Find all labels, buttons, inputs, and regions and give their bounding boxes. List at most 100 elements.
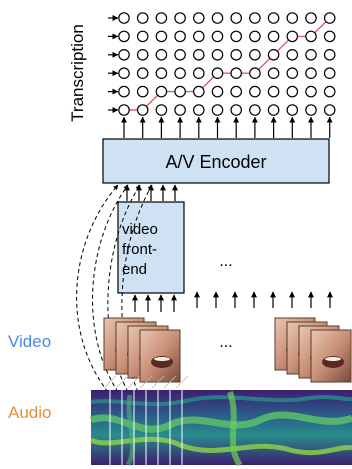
lattice-node bbox=[286, 30, 299, 43]
lattice-node bbox=[230, 48, 242, 61]
frontend-label-line2: front- bbox=[122, 241, 157, 258]
lattice-node bbox=[174, 85, 186, 98]
lattice-node bbox=[211, 85, 224, 98]
lattice-node bbox=[136, 104, 149, 116]
lattice-node bbox=[174, 12, 186, 24]
alignment-lattice bbox=[108, 12, 336, 116]
lattice-node bbox=[286, 12, 299, 24]
lattice-node bbox=[286, 104, 299, 116]
spectrogram-window-edge bbox=[175, 375, 189, 389]
lattice-node bbox=[118, 30, 130, 43]
audio-skip-arrow bbox=[76, 184, 119, 393]
lattice-node bbox=[193, 48, 205, 61]
lattice-node bbox=[155, 67, 168, 79]
lattice-node bbox=[155, 104, 168, 116]
lattice-node bbox=[174, 104, 186, 116]
spectrogram-window-edge bbox=[139, 375, 153, 389]
video-label: Video bbox=[8, 332, 51, 351]
frontend-label-line3: end bbox=[122, 261, 147, 278]
lattice-node bbox=[323, 48, 336, 61]
lattice-node bbox=[305, 12, 317, 24]
lattice-node bbox=[267, 67, 280, 79]
lattice-node bbox=[211, 67, 224, 79]
frame-image bbox=[310, 329, 352, 383]
lattice-node bbox=[211, 30, 224, 43]
lattice-node bbox=[193, 104, 205, 116]
frame-image bbox=[139, 329, 181, 383]
lattice-node bbox=[323, 104, 336, 116]
spectrogram-window-edge bbox=[151, 375, 165, 389]
lattice-node bbox=[323, 67, 336, 79]
lattice-node bbox=[323, 85, 336, 98]
lattice-node bbox=[267, 30, 280, 43]
lattice-node bbox=[211, 104, 224, 116]
lattice-node bbox=[249, 48, 261, 61]
lattice-node bbox=[305, 67, 317, 79]
alignment-path bbox=[124, 17, 331, 111]
video-frame-right bbox=[310, 329, 352, 383]
lattice-node bbox=[305, 48, 317, 61]
lattice-node bbox=[249, 104, 261, 116]
lattice-node bbox=[136, 30, 149, 43]
lattice-node bbox=[267, 85, 280, 98]
lattice-node bbox=[305, 85, 317, 98]
encoder-output-arrows bbox=[121, 116, 333, 138]
lattice-node bbox=[174, 30, 186, 43]
lattice-node bbox=[230, 12, 242, 24]
ellipsis-frames: ... bbox=[219, 334, 232, 351]
lattice-node bbox=[136, 48, 149, 61]
transcription-label: Transcription bbox=[68, 24, 87, 122]
frame-teeth bbox=[154, 357, 170, 361]
lattice-node bbox=[230, 104, 242, 116]
lattice-node bbox=[193, 30, 205, 43]
lattice-node bbox=[136, 12, 149, 24]
lattice-node bbox=[323, 30, 336, 43]
lattice-node bbox=[249, 85, 261, 98]
ellipsis-middle: ... bbox=[219, 253, 232, 270]
lattice-node bbox=[211, 48, 224, 61]
lattice-node bbox=[193, 67, 205, 79]
frontend-label-line1: video bbox=[122, 221, 158, 238]
spectrogram-window-edge bbox=[127, 375, 141, 389]
lattice-node bbox=[286, 67, 299, 79]
lattice-node bbox=[305, 104, 317, 116]
lattice-node bbox=[174, 67, 186, 79]
spectrogram-window-edge bbox=[115, 375, 129, 389]
lattice-node bbox=[267, 48, 280, 61]
lattice-node bbox=[249, 67, 261, 79]
input-arrows bbox=[76, 184, 333, 393]
video-frame-left bbox=[139, 329, 181, 383]
lattice-node bbox=[155, 12, 168, 24]
lattice-node bbox=[211, 12, 224, 24]
lattice-node bbox=[118, 85, 130, 98]
lattice-node bbox=[323, 12, 336, 24]
lattice-node bbox=[267, 12, 280, 24]
spectrogram-window-edge bbox=[103, 375, 117, 389]
audio-skip-arrow bbox=[121, 184, 153, 393]
lattice-node bbox=[155, 30, 168, 43]
lattice-node bbox=[230, 30, 242, 43]
lattice-node bbox=[305, 30, 317, 43]
lattice-node bbox=[267, 104, 280, 116]
lattice-node bbox=[118, 67, 130, 79]
av-encoder-box bbox=[102, 138, 330, 184]
video-frontend-box bbox=[117, 201, 185, 294]
lattice-node bbox=[286, 85, 299, 98]
lattice-node bbox=[249, 12, 261, 24]
lattice-node bbox=[118, 104, 130, 116]
lattice-node bbox=[286, 48, 299, 61]
lattice-node bbox=[230, 85, 242, 98]
lattice-node bbox=[118, 48, 130, 61]
lattice-node bbox=[249, 30, 261, 43]
spectrogram-window-edge bbox=[163, 375, 177, 389]
lattice-node bbox=[136, 67, 149, 79]
lattice-node bbox=[118, 12, 130, 24]
lattice-node bbox=[193, 12, 205, 24]
video-frames bbox=[103, 317, 352, 383]
lattice-node bbox=[136, 85, 149, 98]
lattice-node bbox=[155, 85, 168, 98]
audio-spectrogram bbox=[89, 390, 352, 467]
lattice-node bbox=[155, 48, 168, 61]
audio-label: Audio bbox=[8, 403, 51, 422]
